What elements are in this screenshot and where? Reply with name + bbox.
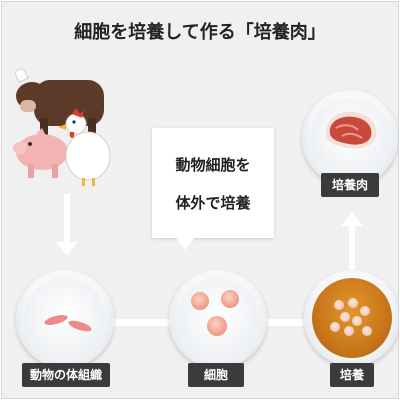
tissue-sample-icon	[44, 315, 92, 332]
connector-cells-culture	[264, 319, 314, 326]
cell-icon	[340, 312, 350, 322]
arrow-up-icon	[341, 212, 363, 226]
arrow-down-icon	[56, 242, 78, 256]
culture-dish	[304, 270, 398, 366]
meat-dish	[302, 90, 398, 186]
cell-icon	[348, 298, 358, 308]
cell-icon	[330, 322, 340, 332]
cell-icon	[352, 316, 362, 326]
meat-icon	[325, 111, 377, 149]
arrow-down-shaft	[64, 194, 70, 244]
arrow-up-shaft	[349, 224, 355, 272]
cell-icon	[344, 326, 354, 336]
bubble-line-2: 体外で培養	[175, 194, 251, 212]
tissue-label: 動物の体組織	[22, 363, 111, 387]
diagram-title: 細胞を培養して作る「培養肉」	[74, 22, 326, 43]
cell-icon	[221, 290, 239, 308]
cell-icon	[207, 316, 227, 336]
connector-tissue-cells	[112, 319, 174, 326]
cell-icon	[362, 326, 372, 336]
cell-icon	[334, 300, 344, 310]
cell-icon	[360, 306, 370, 316]
meat-label: 培養肉	[321, 173, 379, 197]
livestock-illustration	[13, 68, 111, 186]
speech-bubble: 動物細胞を 体外で培養	[152, 128, 274, 250]
bubble-line-1: 動物細胞を	[175, 156, 251, 174]
cells-label: 細胞	[188, 363, 244, 387]
cells-dish	[169, 270, 267, 368]
culture-label: 培養	[330, 363, 374, 387]
tissue-dish	[16, 270, 114, 368]
bubble-tail	[176, 238, 194, 250]
pig-icon	[13, 128, 68, 178]
cell-icon	[191, 292, 209, 310]
chicken-icon	[58, 108, 111, 186]
